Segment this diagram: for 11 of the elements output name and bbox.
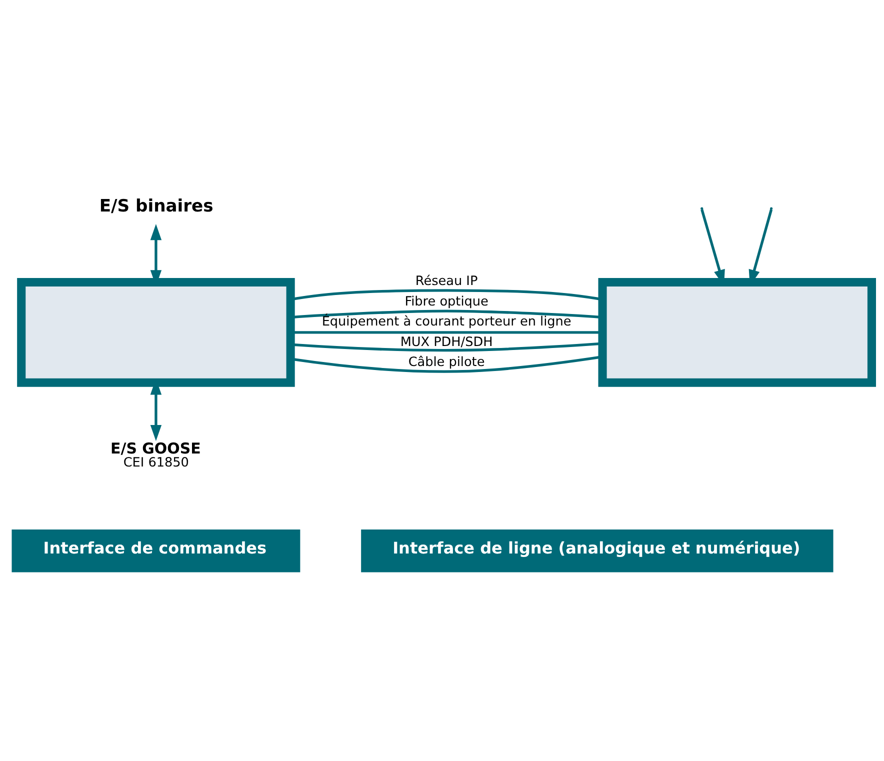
node-box — [17, 278, 295, 387]
edge-label: MUX PDH/SDH — [400, 334, 493, 350]
node-box: Interface de commandes — [12, 530, 300, 572]
edge-label: Fibre optique — [404, 294, 488, 310]
edge-label: Câble pilote — [408, 355, 485, 370]
node-box: Interface de ligne (analogique et numérique) — [361, 530, 834, 572]
node-text: E/S GOOSE CEI 61850 — [110, 439, 201, 471]
edge-label: Réseau IP — [415, 274, 478, 289]
node-box — [598, 278, 876, 387]
edge-label: Équipement à courant porteur en ligne — [322, 314, 572, 330]
node-text: E/S binaires — [99, 196, 214, 216]
